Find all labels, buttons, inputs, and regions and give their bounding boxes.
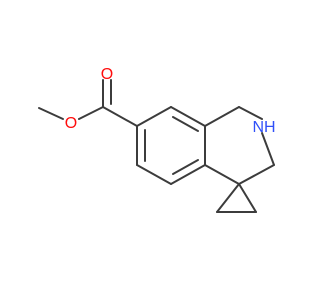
bond-carbonyl-ring — [102, 106, 138, 127]
bond-o-carbonyl-carbon — [78, 106, 104, 120]
atom-label-o-ether: O — [65, 115, 77, 132]
bond-ring-4 — [170, 164, 206, 185]
bond-ring-1 — [136, 106, 172, 127]
bond-sat-3 — [261, 132, 275, 166]
bond-sat-2 — [238, 106, 263, 120]
bond-ring-2 — [170, 106, 206, 127]
background — [0, 0, 300, 300]
bond-sat-1 — [204, 106, 240, 127]
bond-cyclopropane-1 — [216, 183, 240, 213]
atom-label-o-carbonyl: O — [101, 66, 113, 83]
atom-label-n-amine: NH — [252, 119, 275, 136]
bond-ring-inner-2 — [172, 159, 199, 175]
molecule-structure: O O NH — [0, 0, 300, 300]
bond-sat-5 — [204, 164, 240, 185]
bond-lines — [38, 79, 275, 213]
bond-methyl-o — [38, 107, 64, 120]
bond-sat-4 — [238, 164, 275, 185]
bond-ring-inner-1 — [172, 116, 199, 132]
bond-ring-5 — [136, 164, 172, 185]
bond-cyclopropane-3 — [238, 183, 257, 213]
